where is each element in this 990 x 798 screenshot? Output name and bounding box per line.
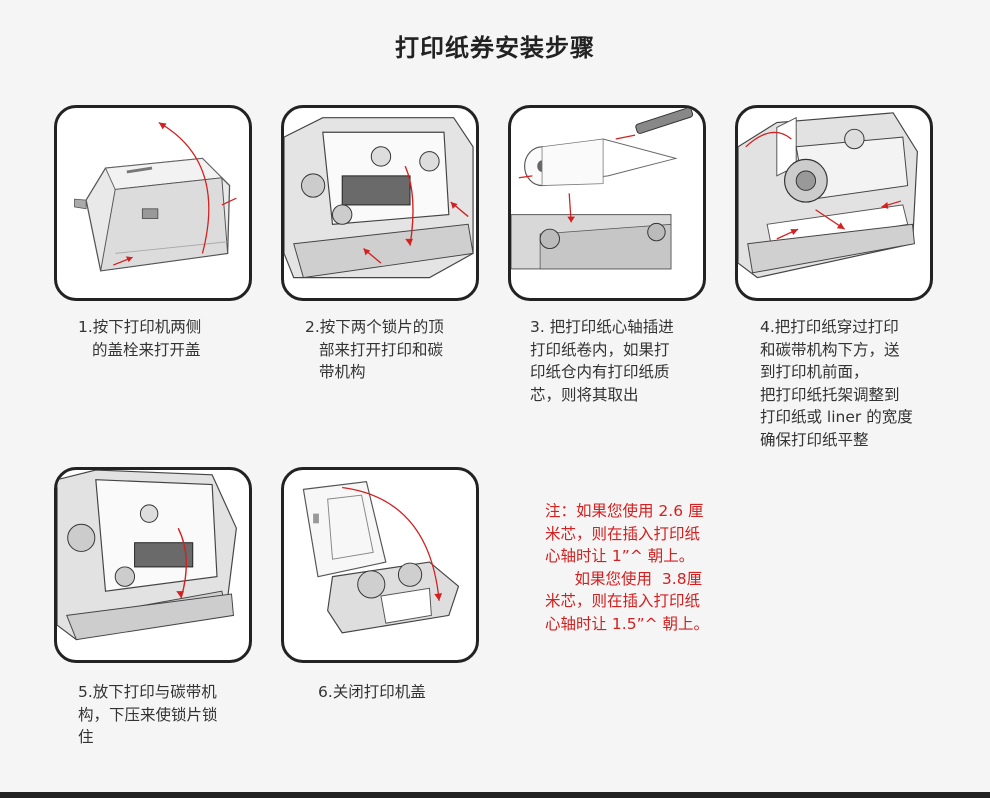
step-4-illustration [735, 105, 933, 301]
step-2-caption: 2.按下两个锁片的顶 部来打开打印和碳 带机构 [305, 316, 444, 384]
step-1-illustration [54, 105, 252, 301]
note-line: 心轴时让 1”^ 朝上。 [545, 547, 695, 565]
bottom-divider [0, 792, 990, 798]
core-size-note: 注：如果您使用 2.6 厘 米芯，则在插入打印纸 心轴时让 1”^ 朝上。 如果… [545, 500, 745, 635]
caption-line: 打印纸卷内，如果打 [530, 340, 670, 359]
caption-line: 住 [78, 728, 94, 746]
step-2-illustration [281, 105, 479, 301]
caption-line: 的盖栓来打开盖 [92, 340, 201, 359]
step-3-caption: 3. 把打印纸心轴插进 打印纸卷内，如果打 印纸仓内有打印纸质 芯，则将其取出 [530, 316, 674, 406]
step-4-caption: 4.把打印纸穿过打印 和碳带机构下方，送 到打印机前面， 把打印纸托架调整到 打… [760, 316, 913, 451]
caption-line: 确保打印纸平整 [760, 430, 869, 449]
step-5-caption: 5.放下打印与碳带机 构，下压来使锁片锁 住 [78, 681, 218, 749]
caption-line: 5.放下打印与碳带机 [78, 683, 217, 701]
printer-open-mechanism-image [284, 117, 474, 279]
caption-line: 打印纸或 liner 的宽度 [760, 408, 913, 426]
caption-line: 6.关闭打印机盖 [318, 683, 426, 701]
note-line: 注：如果您使用 2.6 厘 [545, 502, 704, 520]
printer-closing-image [302, 480, 460, 634]
caption-line: 部来打开打印和碳 [319, 340, 444, 359]
step-3-illustration [508, 105, 706, 301]
caption-line: 3. 把打印纸心轴插进 [530, 318, 674, 336]
note-line: 米芯，则在插入打印纸 [545, 524, 701, 543]
lower-mechanism-image [57, 470, 237, 641]
printer-closed-image [74, 121, 237, 272]
caption-line: 到打印机前面， [760, 363, 869, 381]
caption-line: 带机构 [319, 363, 366, 381]
caption-line: 4.把打印纸穿过打印 [760, 318, 899, 336]
paper-threading-image [738, 112, 918, 279]
step-6-caption: 6.关闭打印机盖 [318, 681, 426, 704]
caption-line: 和碳带机构下方，送 [760, 340, 900, 359]
note-line: 如果您使用 3.8厘 [545, 569, 703, 588]
paper-roll-spindle-image [511, 108, 694, 270]
caption-line: 把打印纸托架调整到 [760, 385, 900, 404]
step-5-illustration [54, 467, 252, 663]
caption-line: 构，下压来使锁片锁 [78, 705, 218, 724]
page-title: 打印纸券安装步骤 [395, 34, 595, 62]
note-line: 心轴时让 1.5”^ 朝上。 [545, 614, 710, 633]
caption-line: 1.按下打印机两侧 [78, 318, 202, 336]
step-6-illustration [281, 467, 479, 663]
caption-line: 2.按下两个锁片的顶 [305, 318, 444, 336]
caption-line: 印纸仓内有打印纸质 [530, 363, 670, 381]
note-line: 米芯，则在插入打印纸 [545, 592, 701, 610]
caption-line: 芯，则将其取出 [530, 385, 639, 404]
step-1-caption: 1.按下打印机两侧 的盖栓来打开盖 [78, 316, 201, 361]
